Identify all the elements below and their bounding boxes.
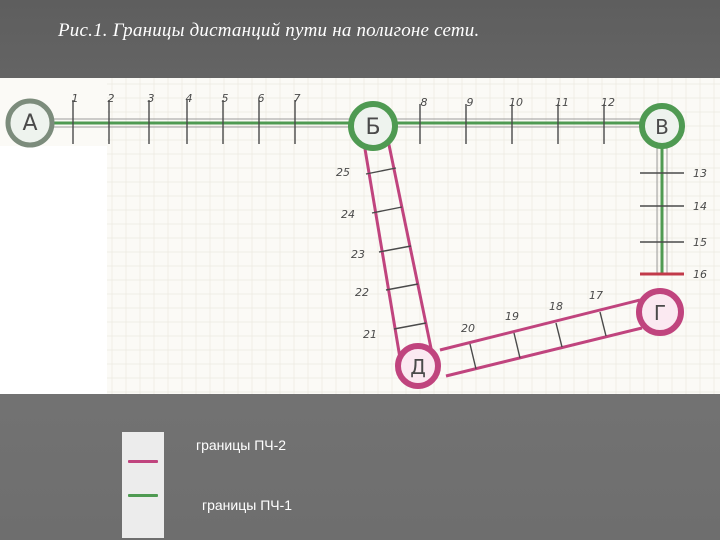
marker-22: 22 — [355, 286, 369, 299]
marker-15: 15 — [693, 236, 707, 249]
legend-pch2-line — [128, 460, 158, 463]
marker-24: 24 — [341, 208, 355, 221]
station-b-label: Б — [365, 115, 380, 140]
marker-20: 20 — [461, 322, 475, 335]
marker-19: 19 — [505, 310, 519, 323]
station-g: Г — [636, 288, 684, 336]
tick-17 — [599, 311, 607, 337]
marker-4: 4 — [186, 92, 193, 105]
marker-18: 18 — [549, 300, 563, 313]
track-b-v — [396, 118, 640, 128]
station-v: В — [639, 103, 685, 149]
tick-20 — [469, 343, 477, 370]
paper-sheet — [107, 78, 720, 394]
track-a-b — [38, 118, 350, 128]
marker-14: 14 — [693, 200, 707, 213]
tick-23 — [378, 245, 412, 253]
legend-pch2-label: границы ПЧ-2 — [196, 437, 287, 453]
marker-23: 23 — [351, 248, 365, 261]
track-d-g — [439, 298, 643, 378]
tick-24 — [371, 206, 403, 214]
tick-25 — [365, 167, 397, 175]
legend-pch1-label: границы ПЧ-1 — [202, 497, 293, 513]
marker-1: 1 — [72, 92, 79, 105]
station-d-label: Д — [410, 355, 426, 379]
marker-11: 11 — [555, 96, 569, 109]
marker-2: 2 — [108, 92, 115, 105]
tick-22 — [385, 283, 419, 291]
station-g-label: Г — [654, 301, 666, 325]
marker-3: 3 — [148, 92, 155, 105]
marker-9: 9 — [467, 96, 474, 109]
track-v-g — [640, 148, 684, 276]
kilometer-ticks — [72, 100, 684, 370]
marker-12: 12 — [601, 96, 615, 109]
station-b: Б — [348, 101, 398, 151]
station-d: Д — [395, 343, 441, 389]
station-a-label: А — [22, 111, 37, 136]
paper-left-white — [0, 146, 107, 394]
tick-19 — [513, 332, 521, 359]
legend-swatch-box — [122, 432, 164, 538]
tick-21 — [393, 322, 427, 330]
tick-18 — [555, 322, 563, 348]
marker-17: 17 — [589, 289, 603, 302]
marker-21: 21 — [363, 328, 377, 341]
station-v-label: В — [655, 115, 669, 139]
marker-7: 7 — [294, 92, 301, 105]
marker-8: 8 — [421, 96, 428, 109]
marker-16: 16 — [693, 268, 707, 281]
marker-10: 10 — [509, 96, 523, 109]
station-a: А — [5, 98, 55, 148]
figure-title: Рис.1. Границы дистанций пути на полигон… — [58, 20, 480, 41]
legend-pch1-line — [128, 494, 158, 497]
marker-25: 25 — [336, 166, 350, 179]
marker-5: 5 — [222, 92, 229, 105]
marker-6: 6 — [258, 92, 265, 105]
marker-13: 13 — [693, 167, 707, 180]
